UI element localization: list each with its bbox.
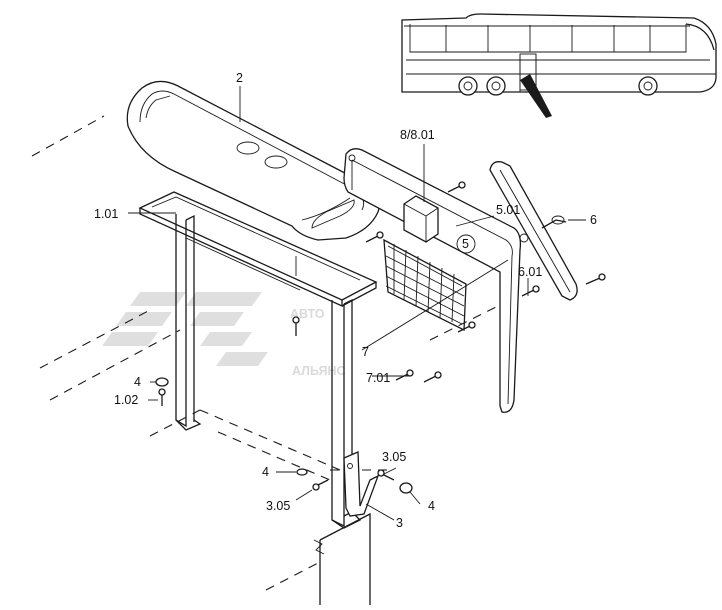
callout-3.05-left: 3.05: [266, 499, 290, 513]
screw-icon: [395, 369, 414, 381]
screw-icon: [521, 285, 540, 297]
callout-7.01: 7.01: [366, 371, 390, 385]
floor-rail: [313, 512, 371, 605]
screw-icon: [585, 273, 606, 285]
callout-4-left: 4: [134, 375, 141, 389]
callout-2: 2: [236, 71, 243, 85]
callout-5.01: 5.01: [496, 203, 520, 217]
callout-5-circle: [456, 234, 476, 254]
callout-4-middle: 4: [262, 465, 269, 479]
mounting-bracket: [343, 451, 380, 517]
screw-icon: [377, 469, 395, 481]
callout-6: 6: [590, 213, 597, 227]
leader-lines: [128, 86, 586, 521]
callout-5: 5: [462, 237, 469, 251]
screw-icon: [423, 371, 442, 383]
callout-labels: 2 8/8.01 1.01 5.01 6 5 6.01 7 7.01 4 1.0…: [94, 71, 597, 530]
watermark-line1: АВТО: [290, 307, 325, 321]
screw-icon: [365, 231, 384, 243]
callout-8-8.01: 8/8.01: [400, 128, 435, 142]
seat-cushion: [126, 80, 380, 241]
screw-icon: [312, 479, 329, 491]
washer-icon: [296, 468, 308, 476]
reading-light: [403, 195, 439, 243]
screw-icon: [158, 388, 166, 406]
callout-1.01: 1.01: [94, 207, 118, 221]
seat-frame: [138, 191, 378, 529]
cap-icon: [399, 482, 413, 494]
callout-3: 3: [396, 516, 403, 530]
location-arrow: [520, 74, 552, 118]
screw-icon: [447, 181, 466, 193]
callout-1.02: 1.02: [114, 393, 138, 407]
watermark-emblem: [102, 292, 268, 366]
callout-3.05-right: 3.05: [382, 450, 406, 464]
screw-icon: [457, 321, 476, 333]
screw-icon: [292, 316, 300, 336]
grab-handle: [489, 161, 578, 301]
back-panel: [343, 148, 529, 413]
bus-location-thumbnail: [401, 13, 717, 118]
watermark-line2: АЛЬЯНС: [292, 364, 346, 378]
callout-4-right: 4: [428, 499, 435, 513]
callout-6.01: 6.01: [518, 265, 542, 279]
callout-7: 7: [362, 345, 369, 359]
net-pocket: [383, 238, 467, 332]
watermark-logo: АВТО АЛЬЯНС: [102, 292, 346, 378]
cap-icon: [155, 377, 169, 387]
